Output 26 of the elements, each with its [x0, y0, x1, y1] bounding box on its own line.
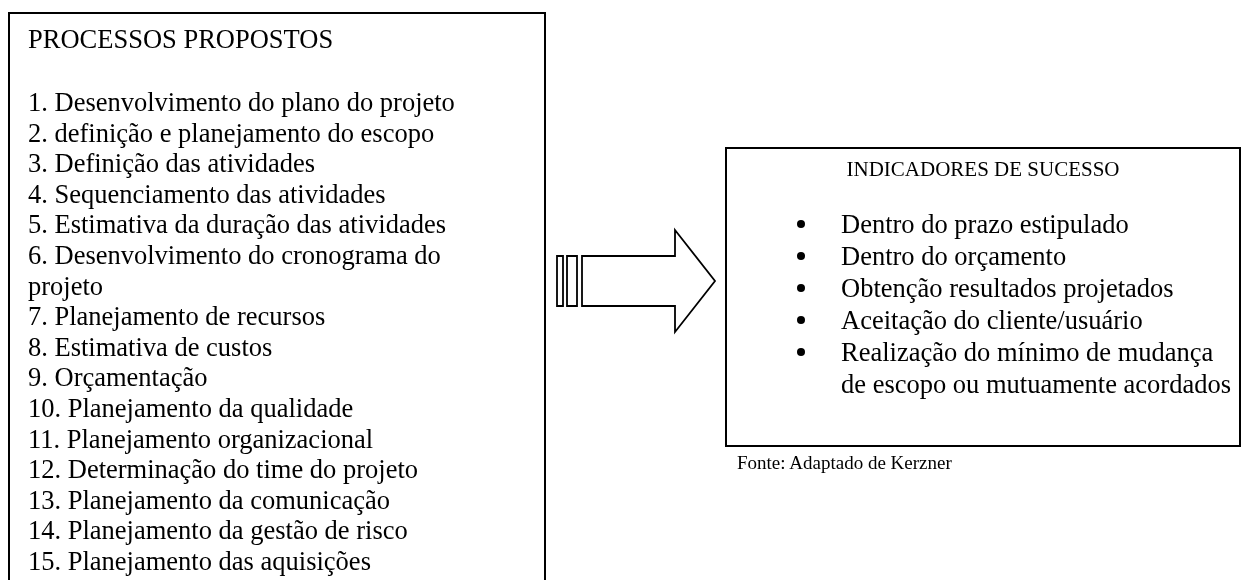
bullet-item: Aceitação do cliente/usuário	[841, 304, 1144, 336]
box-heading: INDICADORES DE SUCESSO	[845, 157, 1121, 182]
bullet-item: Dentro do orçamento	[841, 240, 1068, 272]
source-note: Fonte: Adaptado de Kerzner	[737, 452, 952, 474]
process-item: 9. Orçamentação	[28, 362, 209, 393]
bullet-item: Realização do mínimo de mudança de escopo ou mutuamente acordados	[841, 336, 1232, 400]
process-item: 12. Determinação do time do projeto	[28, 454, 420, 485]
process-item: 2. definição e planejamento do escopo	[28, 117, 436, 149]
bullet-item: Obtenção resultados projetados	[841, 272, 1175, 304]
process-list-box	[8, 12, 546, 580]
process-item: 6. Desenvolvimento do cronograma do projeto	[28, 239, 442, 302]
process-item: 5. Estimativa da duração das atividades	[28, 209, 447, 240]
process-item: 10. Planejamento da qualidade	[28, 392, 355, 424]
indicator-box	[725, 147, 1241, 447]
process-item: 3. Definição das atividades	[28, 148, 316, 179]
box-heading: PROCESSOS PROPOSTOS	[28, 24, 334, 55]
process-item: 7. Planejamento de recursos	[28, 301, 327, 332]
process-item: 1. Desenvolvimento do plano do projeto	[28, 87, 456, 118]
process-item: 4. Sequenciamento das atividades	[28, 178, 387, 210]
bullet-item: Dentro do prazo estipulado	[841, 208, 1130, 240]
process-item: 15. Planejamento das aquisições	[28, 545, 372, 577]
process-item: 13. Planejamento da comunicação	[28, 484, 392, 516]
process-item: 8. Estimativa de custos	[28, 331, 274, 363]
process-item: 14. Planejamento da gestão de risco	[28, 515, 409, 546]
block-arrow	[556, 227, 717, 335]
process-item: 11. Planejamento organizacional	[28, 423, 375, 455]
